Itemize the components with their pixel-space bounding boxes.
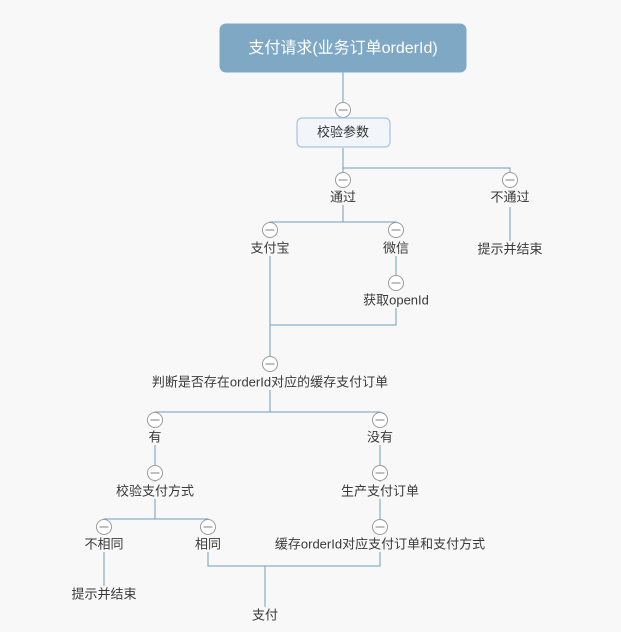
node-none-label[interactable]: 没有 [367, 429, 393, 444]
toggle-fail[interactable] [502, 172, 518, 188]
root-node-box[interactable] [219, 23, 467, 73]
toggle-pass[interactable] [335, 172, 351, 188]
validate-node-box[interactable] [296, 117, 391, 148]
node-layer: 支付请求(业务订单orderId) 校验参数 通过 不通过 [71, 23, 543, 622]
edge-checkcache-has [154, 390, 271, 428]
node-check-cache-label[interactable]: 判断是否存在orderId对应的缓存支付订单 [152, 374, 388, 389]
node-alipay-label[interactable]: 支付宝 [250, 240, 289, 255]
toggle-has[interactable] [147, 412, 163, 428]
edge-checkcache-none [270, 411, 381, 428]
node-openid-label[interactable]: 获取openId [363, 292, 429, 307]
node-has-label[interactable]: 有 [148, 429, 161, 444]
node-different-label[interactable]: 不相同 [84, 536, 123, 551]
toggle-gen-order[interactable] [372, 465, 388, 481]
root-node-label: 支付请求(业务订单orderId) [248, 39, 437, 57]
node-wechat-label[interactable]: 微信 [383, 240, 409, 255]
edge-validate-fail [342, 148, 511, 187]
edge-layer [103, 72, 511, 607]
toggle-check-pay[interactable] [147, 465, 163, 481]
node-pass-label[interactable]: 通过 [330, 189, 356, 204]
node-gen-order-label[interactable]: 生产支付订单 [341, 483, 419, 498]
toggle-validate[interactable] [335, 102, 351, 118]
node-same-label[interactable]: 相同 [195, 536, 221, 551]
node-cache-order-label[interactable]: 缓存orderId对应支付订单和支付方式 [275, 536, 485, 551]
validate-node-label: 校验参数 [317, 124, 369, 139]
node-fail-end-label[interactable]: 提示并结束 [477, 241, 542, 256]
toggle-openid[interactable] [388, 275, 404, 291]
node-check-pay-label[interactable]: 校验支付方式 [116, 483, 194, 498]
toggle-none[interactable] [372, 412, 388, 428]
toggle-wechat[interactable] [388, 222, 404, 238]
edge-pass-alipay [269, 205, 344, 238]
edge-openid-merge [270, 308, 397, 326]
toggle-cache-order[interactable] [372, 519, 388, 535]
toggle-alipay[interactable] [262, 222, 278, 238]
node-fail-label[interactable]: 不通过 [490, 189, 529, 204]
node-payment-request[interactable]: 支付请求(业务订单orderId) [219, 23, 467, 73]
toggle-check-cache[interactable] [262, 356, 278, 372]
node-diff-end-label[interactable]: 提示并结束 [71, 586, 136, 601]
node-pay-label[interactable]: 支付 [252, 607, 278, 622]
edge-same-cacheorder-merge [207, 552, 381, 567]
edge-checkpay-different [103, 499, 156, 535]
node-validate-params[interactable]: 校验参数 [296, 117, 391, 148]
toggle-different[interactable] [96, 519, 112, 535]
toggle-same[interactable] [200, 519, 216, 535]
